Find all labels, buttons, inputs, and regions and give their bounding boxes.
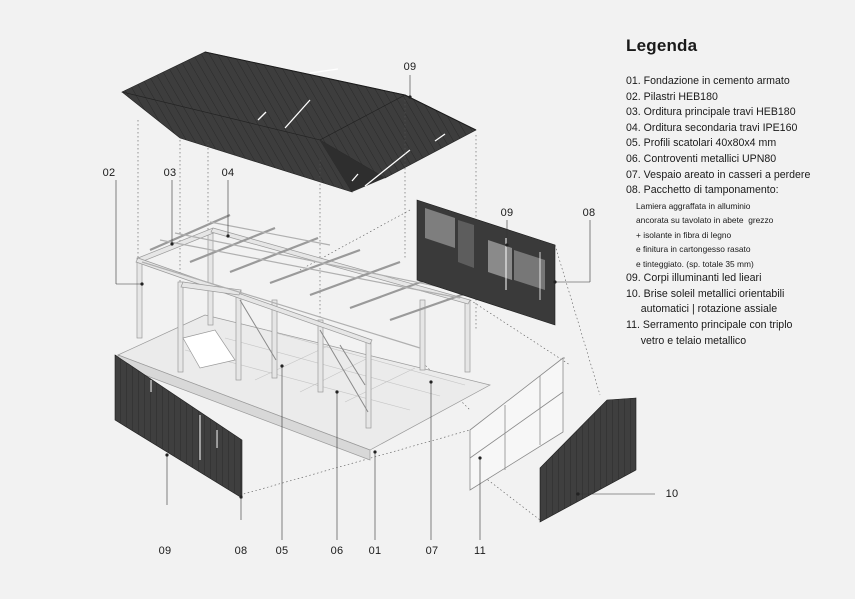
roof-light-strips (257, 68, 446, 187)
callout-panel-lights: 09 (500, 207, 514, 219)
callout-columns: 02 (102, 167, 116, 179)
callout-main-beams: 03 (163, 167, 177, 179)
callout-bottom-09: 09 (158, 545, 172, 557)
roof (121, 51, 477, 193)
callout-roof-lights: 09 (403, 61, 417, 73)
legend-subitem: e finitura in cartongesso rasato (636, 244, 751, 255)
callout-bottom-11: 11 (473, 545, 487, 557)
legend-item: automatici | rotazione assiale (626, 303, 778, 316)
legend-item: 11. Serramento principale con triplo (626, 319, 793, 332)
callout-secondary-beams: 04 (221, 167, 235, 179)
legend-item: 09. Corpi illuminanti led lieari (626, 272, 762, 285)
leader-lines (115, 75, 655, 540)
legend: Legenda 01. Fondazione in cemento armato… (626, 36, 851, 349)
legend-item: 05. Profili scatolari 40x80x4 mm (626, 137, 777, 150)
legend-item: 08. Pacchetto di tamponamento: (626, 184, 779, 197)
brise-soleil-panel (539, 397, 637, 523)
legend-subitem: Lamiera aggraffata in alluminio (636, 200, 751, 211)
leader-dots (140, 95, 580, 499)
callout-bottom-06: 06 (330, 545, 344, 557)
main-window-frame (469, 357, 565, 491)
legend-item: 07. Vespaio areato in casseri a perdere (626, 168, 811, 181)
legend-item: 02. Pilastri HEB180 (626, 90, 718, 103)
legend-item: vetro e telaio metallico (626, 334, 747, 347)
callout-wall-package: 08 (582, 207, 596, 219)
legend-item: 04. Orditura secondaria travi IPE160 (626, 121, 798, 134)
callout-bottom-05: 05 (275, 545, 289, 557)
legend-item: 01. Fondazione in cemento armato (626, 75, 790, 87)
legend-subitem: e tinteggiato. (sp. totale 35 mm) (636, 258, 754, 269)
legend-subitem: ancorata su tavolato in abete grezzo (636, 215, 774, 226)
callout-bottom-08: 08 (234, 545, 248, 557)
steel-structure (117, 213, 491, 461)
legend-item: 06. Controventi metallici UPN80 (626, 152, 777, 165)
callout-bottom-01: 01 (368, 545, 382, 557)
wall-panel-with-lights (416, 199, 556, 326)
legend-item: 10. Brise soleil metallici orientabili (626, 287, 785, 300)
callout-bottom-07: 07 (425, 545, 439, 557)
legend-title: Legenda (626, 36, 698, 55)
callout-brise-soleil: 10 (665, 488, 679, 500)
legend-item: 03. Orditura principale travi HEB180 (626, 106, 796, 119)
legend-subitem: + isolante in fibra di legno (636, 229, 732, 240)
